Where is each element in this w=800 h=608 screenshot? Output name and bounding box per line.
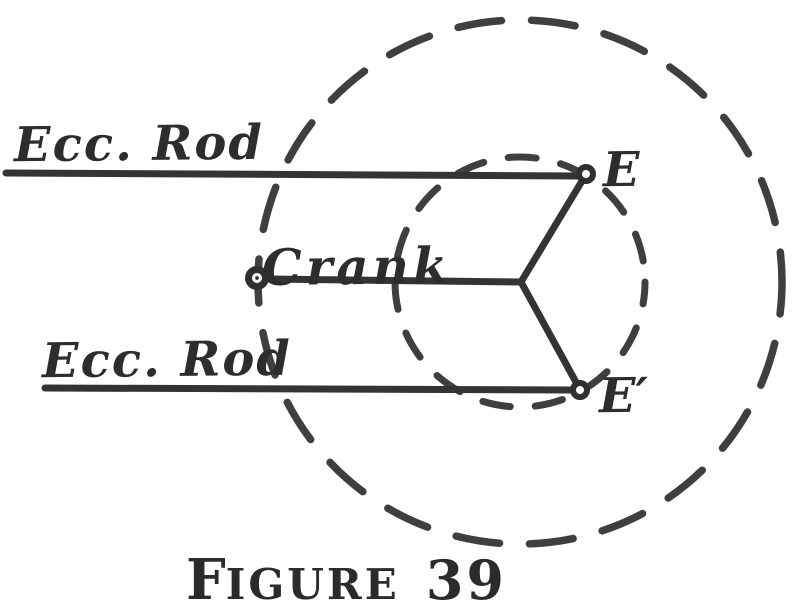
crank-line — [263, 275, 525, 286]
point-e-prime-marker — [570, 380, 590, 400]
crank-label: Crank — [261, 236, 452, 297]
eccentric-radius-e-line — [517, 177, 586, 286]
caption-initial: F — [186, 547, 226, 608]
point-e-label: E — [602, 141, 640, 199]
caption-word: IGURE — [225, 560, 400, 608]
crank-pin-center-dot — [255, 276, 259, 280]
point-e-marker — [576, 164, 596, 184]
ecc-rod-top-line — [2, 169, 582, 180]
ecc-rod-bottom-line — [41, 384, 576, 394]
ecc-rod-top-label: Ecc. Rod — [13, 114, 265, 174]
ecc-rod-bottom-label: Ecc. Rod — [41, 330, 293, 390]
caption-number: 39 — [425, 548, 507, 608]
point-e-prime-label: E′ — [598, 367, 649, 425]
eccentric-radius-e-prime-line — [517, 278, 581, 388]
